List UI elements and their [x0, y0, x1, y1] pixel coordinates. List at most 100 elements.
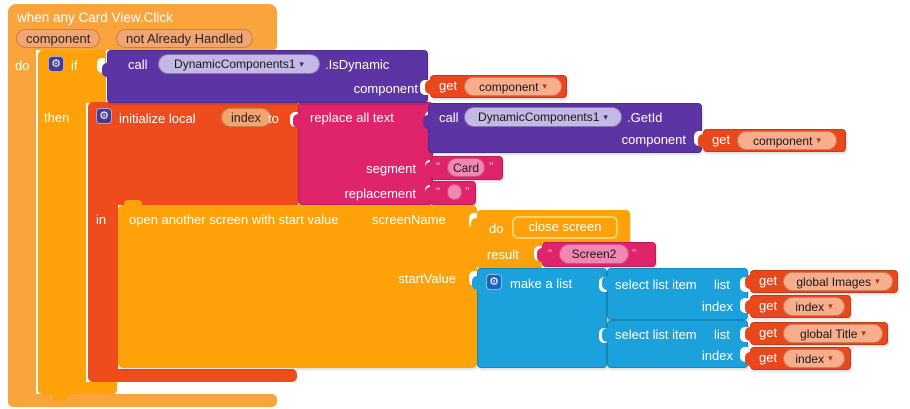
- if-block-bottom[interactable]: [38, 382, 117, 394]
- value-socket: [740, 277, 748, 292]
- variable-dropdown[interactable]: component ▾: [737, 131, 837, 150]
- block-plug: [745, 300, 753, 314]
- param-chip-not-already-handled[interactable]: not Already Handled: [116, 29, 254, 48]
- list-label: list: [714, 327, 730, 342]
- if-label: if: [71, 58, 78, 73]
- initialize-local-bottom[interactable]: [88, 369, 297, 382]
- quote-open-mark: “: [548, 246, 553, 261]
- when-event-title: when any Card View.Click: [17, 10, 173, 25]
- close-screen-label: close screen: [528, 219, 602, 234]
- value-socket: [740, 327, 748, 342]
- text-field-screen2[interactable]: Screen2: [559, 244, 629, 264]
- if-block-then-arm[interactable]: [38, 103, 86, 382]
- open-another-screen-label: open another screen with start value: [129, 212, 339, 227]
- value-socket: [420, 80, 428, 95]
- call-label: call: [128, 57, 148, 72]
- param-chip-component[interactable]: component: [16, 29, 101, 48]
- close-screen-block[interactable]: [512, 216, 618, 239]
- chevron-down-icon: ▾: [816, 135, 821, 145]
- select-list-item-label: select list item: [615, 277, 697, 292]
- mutator-gear-icon[interactable]: ⚙: [96, 108, 112, 124]
- quote-close-mark: ”: [632, 246, 637, 261]
- open-another-screen-top-tab: [124, 200, 142, 205]
- component-arg-label: component: [353, 81, 418, 96]
- block-plug: [425, 187, 433, 201]
- component-arg-label: component: [621, 132, 686, 147]
- mutator-gear-icon[interactable]: ⚙: [486, 274, 502, 290]
- dropdown-value: component: [479, 79, 539, 94]
- block-plug: [602, 328, 610, 342]
- select-list-item-block[interactable]: [602, 320, 748, 368]
- gear-icon: ⚙: [99, 110, 109, 122]
- dropdown-value: DynamicComponents1: [478, 110, 600, 124]
- when-event-block-bottom[interactable]: [8, 394, 277, 407]
- variable-dropdown[interactable]: global Images ▾: [783, 272, 893, 291]
- list-label: list: [714, 277, 730, 292]
- initialize-local-in-arm[interactable]: [88, 205, 118, 369]
- block-plug: [745, 352, 753, 366]
- quote-open-mark: “: [436, 184, 441, 199]
- get-label: get: [712, 132, 731, 147]
- replace-all-text-label: replace all text: [310, 110, 394, 125]
- chevron-down-icon: ▾: [603, 111, 608, 122]
- value-socket: [740, 298, 748, 313]
- replacement-label: replacement: [344, 186, 416, 201]
- dropdown-value: global Images: [796, 274, 872, 289]
- do-label: do: [489, 221, 504, 236]
- select-list-item-label: select list item: [615, 327, 697, 342]
- gear-icon: ⚙: [51, 58, 61, 70]
- block-plug: [537, 248, 545, 262]
- block-plug: [745, 275, 753, 289]
- value-socket: [97, 58, 105, 73]
- quote-close-mark: ”: [465, 184, 470, 199]
- block-plug: [472, 276, 480, 290]
- variable-dropdown[interactable]: index ▾: [783, 349, 845, 368]
- text-field-card[interactable]: Card: [447, 158, 485, 177]
- block-plug: [293, 114, 301, 128]
- to-label: to: [268, 111, 279, 126]
- local-var-name-field[interactable]: index: [221, 108, 271, 127]
- block-plug: [425, 162, 433, 176]
- block-plug: [745, 327, 753, 341]
- dropdown-value: index: [795, 299, 825, 314]
- initialize-local-label: initialize local: [119, 111, 196, 126]
- variable-dropdown[interactable]: index ▾: [783, 297, 845, 316]
- quote-open-mark: “: [436, 159, 441, 174]
- block-plug: [425, 80, 433, 94]
- replace-all-text-block[interactable]: [293, 102, 433, 205]
- then-label: then: [44, 110, 70, 125]
- value-socket: [740, 347, 748, 362]
- chevron-down-icon: ▾: [299, 58, 304, 69]
- method-label: .IsDynamic: [325, 57, 390, 72]
- if-block-bottom-tab: [52, 394, 68, 401]
- get-label: get: [759, 350, 778, 365]
- component-dropdown[interactable]: DynamicComponents1 ▾: [158, 54, 320, 74]
- dropdown-value: DynamicComponents1: [174, 57, 296, 71]
- chevron-down-icon: ▾: [828, 353, 833, 363]
- dropdown-value: global Title: [800, 326, 858, 341]
- block-plug: [423, 115, 431, 129]
- make-a-list-label: make a list: [510, 276, 573, 291]
- when-event-block-left-arm[interactable]: [8, 50, 36, 394]
- index-label: index: [701, 348, 733, 363]
- variable-dropdown[interactable]: global Title ▾: [783, 324, 883, 343]
- select-list-item-block[interactable]: [602, 268, 748, 320]
- dropdown-value: component: [753, 133, 813, 148]
- mutator-gear-icon[interactable]: ⚙: [48, 56, 64, 72]
- dropdown-value: index: [795, 351, 825, 366]
- result-label: result: [487, 247, 519, 262]
- method-label: .GetId: [627, 110, 663, 125]
- get-label: get: [759, 298, 778, 313]
- block-plug: [602, 276, 610, 290]
- chevron-down-icon: ▾: [861, 328, 866, 338]
- open-another-screen-block[interactable]: [118, 205, 477, 368]
- variable-dropdown[interactable]: component ▾: [464, 77, 562, 96]
- chevron-down-icon: ▾: [542, 81, 547, 91]
- start-value-label: startValue: [398, 271, 456, 286]
- component-dropdown[interactable]: DynamicComponents1 ▾: [464, 107, 622, 127]
- chevron-down-icon: ▾: [828, 301, 833, 311]
- segment-label: segment: [366, 161, 416, 176]
- do-result-block-lower[interactable]: [477, 243, 542, 269]
- text-field-empty[interactable]: [447, 184, 462, 200]
